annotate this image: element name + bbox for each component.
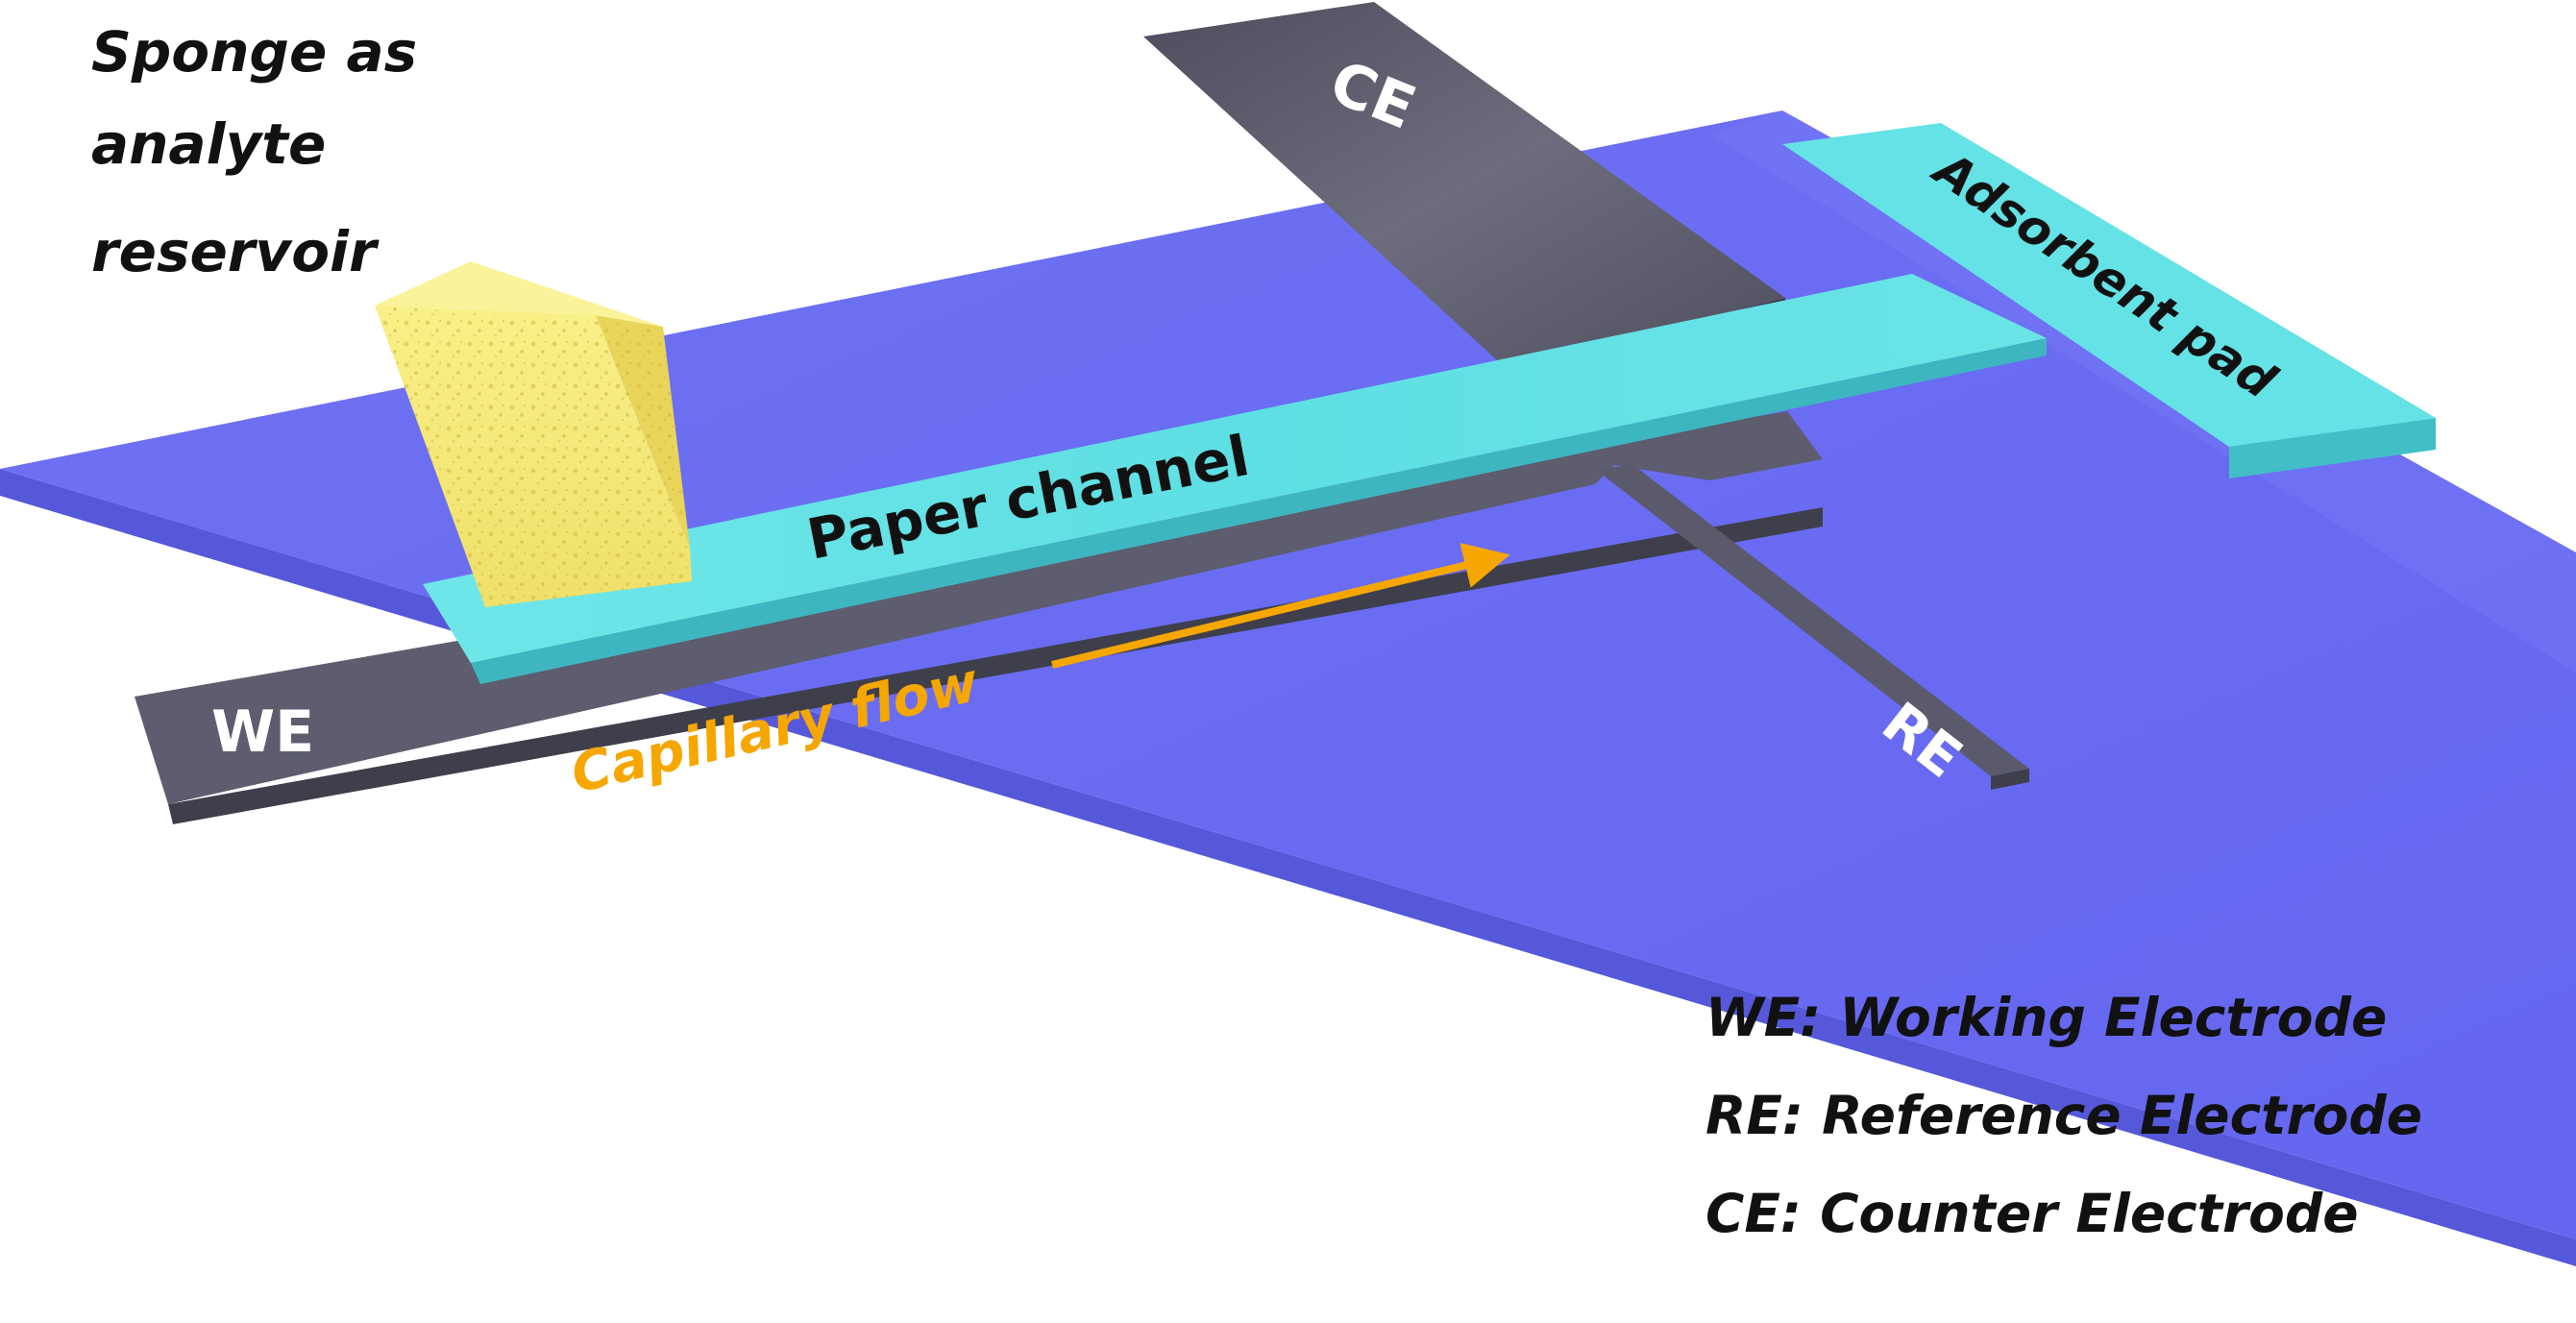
paper-channel-front bbox=[471, 338, 2047, 684]
legend: WE: Working Electrode RE: Reference Elec… bbox=[1705, 987, 2422, 1244]
sponge-top-face bbox=[375, 261, 663, 327]
paper-channel bbox=[423, 274, 2047, 684]
working-electrode-side bbox=[168, 507, 1823, 824]
working-electrode-top bbox=[135, 411, 1823, 804]
sponge-caption: Sponge as analyte reservoir bbox=[91, 19, 417, 284]
reference-electrode-side bbox=[1991, 769, 2029, 790]
sponge-texture bbox=[375, 306, 692, 607]
sponge-reservoir bbox=[375, 261, 692, 607]
sponge-caption-line-2: analyte bbox=[91, 111, 326, 177]
legend-item-re: RE: Reference Electrode bbox=[1705, 1085, 2422, 1146]
reference-electrode-top bbox=[1595, 465, 2029, 776]
legend-item-we: WE: Working Electrode bbox=[1705, 987, 2387, 1048]
substrate-glow bbox=[1710, 110, 2576, 673]
we-label: WE bbox=[211, 698, 314, 766]
sponge-caption-line-3: reservoir bbox=[91, 219, 380, 284]
reference-electrode bbox=[1595, 465, 2029, 790]
counter-electrode-top bbox=[1143, 2, 1785, 369]
legend-item-ce: CE: Counter Electrode bbox=[1705, 1183, 2359, 1244]
sponge-caption-line-1: Sponge as bbox=[91, 19, 417, 85]
working-electrode bbox=[135, 411, 1823, 824]
adsorbent-pad-top bbox=[1782, 123, 2436, 447]
capillary-flow-arrow bbox=[1051, 543, 1510, 669]
paper-channel-top bbox=[423, 274, 2047, 663]
adsorbent-pad-front bbox=[2229, 418, 2436, 478]
adsorbent-pad bbox=[1782, 123, 2436, 478]
